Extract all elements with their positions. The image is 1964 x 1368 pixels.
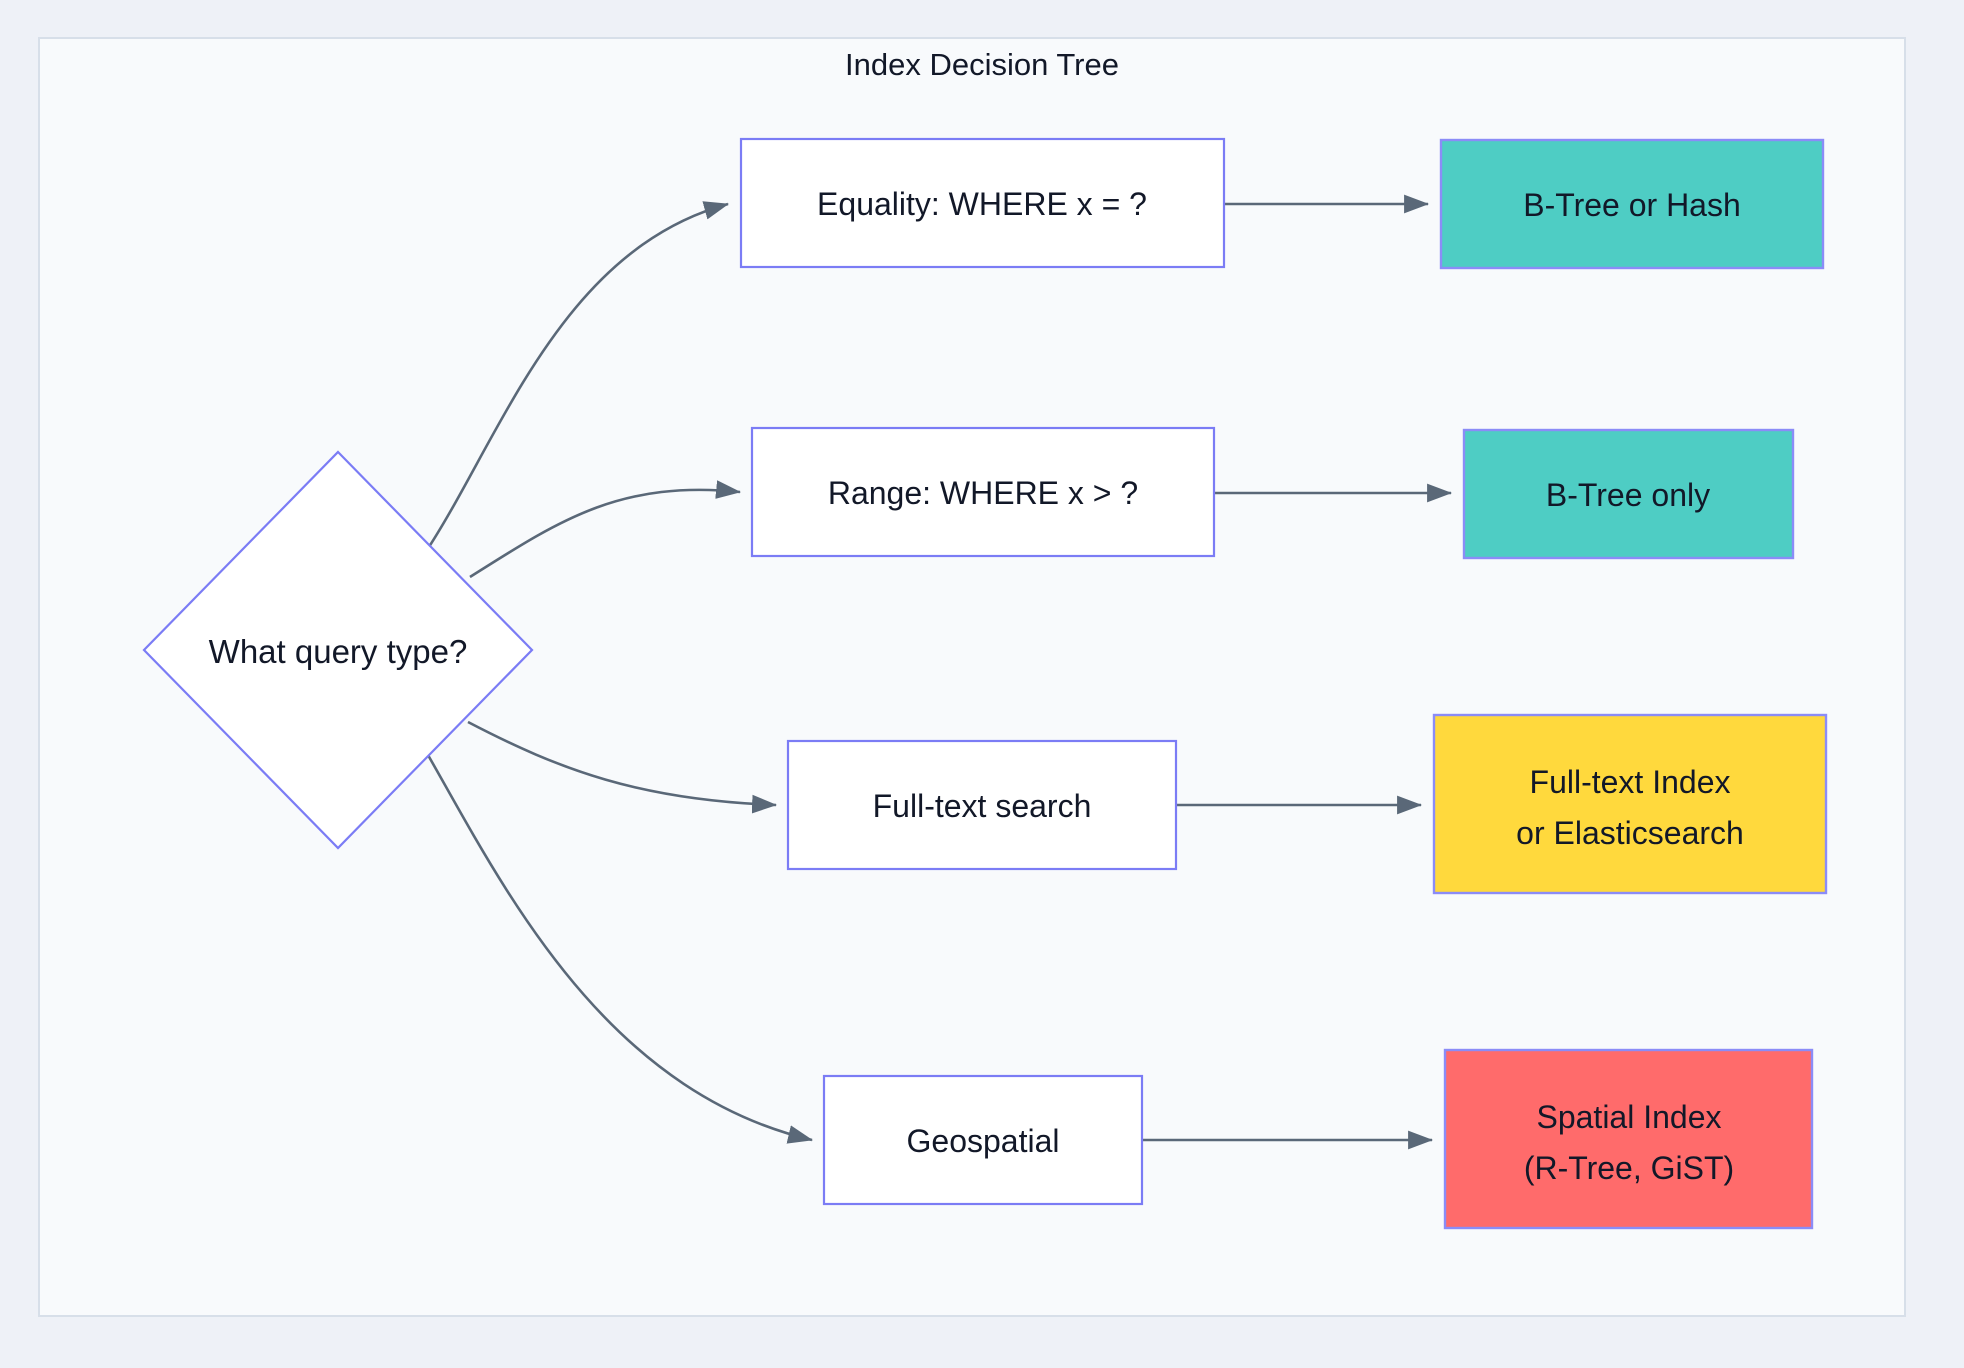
node-geospatial-label: Geospatial bbox=[907, 1123, 1060, 1159]
node-fulltext-index-label-line2: or Elasticsearch bbox=[1516, 815, 1744, 851]
btree-only-box bbox=[1462, 428, 1795, 560]
node-btree-or-hash[interactable]: B-Tree or Hash bbox=[1439, 138, 1825, 270]
node-fulltext-search[interactable]: Full-text search bbox=[786, 739, 1178, 871]
edge-decision-to-fulltext bbox=[467, 720, 778, 814]
node-geospatial[interactable]: Geospatial bbox=[822, 1074, 1144, 1206]
node-equality[interactable]: Equality: WHERE x = ? bbox=[739, 137, 1226, 269]
node-btree-or-hash-label: B-Tree or Hash bbox=[1523, 187, 1741, 223]
node-range-label: Range: WHERE x > ? bbox=[828, 475, 1138, 511]
node-fulltext-index[interactable]: Full-text Index or Elasticsearch bbox=[1432, 713, 1828, 895]
equality-box bbox=[739, 137, 1226, 269]
node-decision-query-type[interactable]: What query type? bbox=[142, 450, 534, 850]
node-spatial-index-label-line2: (R-Tree, GiST) bbox=[1524, 1150, 1734, 1186]
fulltext-index-box bbox=[1432, 713, 1828, 895]
edge-group-results bbox=[1142, 194, 1453, 1150]
edge-decision-to-equality bbox=[423, 201, 730, 554]
btree-or-hash-box bbox=[1439, 138, 1825, 270]
node-equality-label: Equality: WHERE x = ? bbox=[817, 186, 1147, 222]
geospatial-box bbox=[822, 1074, 1144, 1206]
node-range[interactable]: Range: WHERE x > ? bbox=[750, 426, 1216, 558]
diamond-shape bbox=[142, 450, 534, 850]
node-fulltext-search-label: Full-text search bbox=[873, 788, 1092, 824]
node-spatial-index-label-line1: Spatial Index bbox=[1536, 1099, 1721, 1135]
spatial-index-box bbox=[1443, 1048, 1814, 1230]
edge-group-decision bbox=[422, 201, 814, 1144]
node-spatial-index[interactable]: Spatial Index (R-Tree, GiST) bbox=[1443, 1048, 1814, 1230]
node-btree-only[interactable]: B-Tree only bbox=[1462, 428, 1795, 560]
diagram-title: Index Decision Tree bbox=[845, 47, 1119, 82]
edge-decision-to-geospatial bbox=[422, 747, 814, 1144]
edge-decision-to-range bbox=[469, 480, 742, 579]
node-decision-label: What query type? bbox=[209, 633, 468, 670]
node-btree-only-label: B-Tree only bbox=[1546, 477, 1710, 513]
range-box bbox=[750, 426, 1216, 558]
node-fulltext-index-label-line1: Full-text Index bbox=[1530, 764, 1731, 800]
fulltext-search-box bbox=[786, 739, 1178, 871]
